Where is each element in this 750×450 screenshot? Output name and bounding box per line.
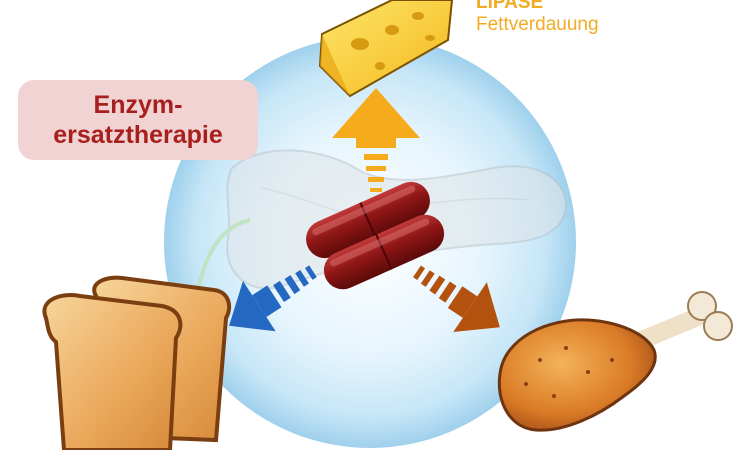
- lipase-arrow: [332, 88, 420, 192]
- protease-arrow: [413, 265, 500, 333]
- lipase-function: Fettverdauung: [476, 14, 599, 35]
- lipase-label: LIPASE Fettverdauung: [476, 0, 599, 36]
- cheese-icon: [318, 0, 454, 98]
- amylase-arrow: [229, 265, 317, 332]
- therapy-label-line2: ersatztherapie: [53, 121, 223, 149]
- therapy-label: Enzym- ersatztherapie: [18, 80, 258, 160]
- bread-icon: [42, 275, 232, 450]
- lipase-name: LIPASE: [476, 0, 544, 13]
- therapy-label-line1: Enzym-: [93, 91, 183, 119]
- pancreatic-duct: [196, 218, 251, 291]
- capsule-icon: [306, 181, 445, 290]
- chicken-leg-icon: [497, 291, 733, 432]
